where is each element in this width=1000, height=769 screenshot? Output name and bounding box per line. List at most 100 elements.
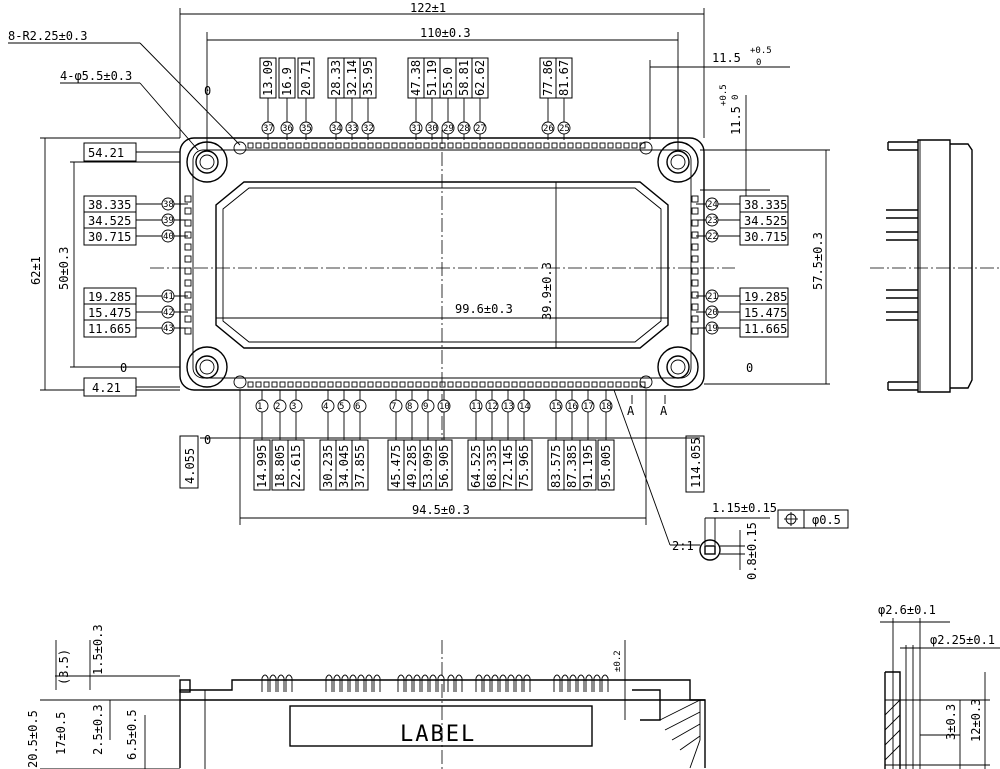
- bottom-pin-label: 87.385: [565, 445, 579, 488]
- pin-pad: [184, 327, 192, 335]
- pin-pad: [607, 381, 614, 388]
- pin-pad: [311, 142, 318, 149]
- zero-bottom: 0: [204, 433, 211, 447]
- side-pin: [577, 674, 585, 692]
- bottom-pin-number: 18: [601, 402, 612, 412]
- top-pin-number-circle: [557, 121, 571, 135]
- pin-pad: [184, 315, 192, 323]
- side-pin: [437, 674, 445, 692]
- pin-pad: [455, 142, 462, 149]
- top-pin-number: 37: [263, 124, 274, 134]
- side-pin: [373, 674, 381, 692]
- bottom-pin-label-box: [597, 439, 615, 491]
- right-pin-number-circle: [705, 197, 719, 211]
- bottom-pin-label: 18.805: [273, 445, 287, 488]
- dim-pin-width: 1.15±0.15: [712, 501, 777, 515]
- top-pin-number-circle: [261, 121, 275, 135]
- bottom-pin-label: 91.195: [581, 445, 595, 488]
- pin-pad: [184, 207, 192, 215]
- dim-pin-thick: 0.8±0.15: [745, 522, 759, 580]
- top-pin-number-circle: [280, 121, 294, 135]
- pin-pad: [487, 381, 494, 388]
- tol-upper-h: +0.5: [750, 46, 772, 56]
- bottom-pin-label: 49.285: [405, 445, 419, 488]
- side-pin: [277, 674, 285, 692]
- pin-pad: [327, 142, 334, 149]
- left-pin-label: 38.335: [88, 198, 131, 212]
- top-pin-label: 32.14: [345, 60, 359, 96]
- dim-57-5: 57.5±0.3: [811, 232, 825, 290]
- bottom-pin-number-circle: [255, 399, 269, 413]
- left-pin-label-box: [83, 227, 137, 246]
- pin-hole-tl: [233, 141, 247, 155]
- side-pin: [585, 674, 593, 692]
- pin-pad: [184, 291, 192, 299]
- side-pin: [261, 674, 269, 692]
- pin-pad: [367, 381, 374, 388]
- bottom-pin-number-circle: [517, 399, 531, 413]
- pin-pad: [287, 381, 294, 388]
- pin-pad: [527, 381, 534, 388]
- bottom-pin-number: 8: [407, 402, 412, 412]
- left-pin-number-circle: [161, 305, 175, 319]
- right-pin-number: 19: [707, 324, 718, 334]
- top-pin-number: 30: [427, 124, 438, 134]
- bottom-pin-label: 34.045: [337, 445, 351, 488]
- dim-122: 122±1: [410, 1, 446, 15]
- bottom-pin-number: 10: [439, 402, 450, 412]
- pin-pad: [343, 381, 350, 388]
- pin-pad: [431, 381, 438, 388]
- left-pin-number-circle: [161, 197, 175, 211]
- top-pin-number: 28: [459, 124, 470, 134]
- bottom-pin-label: 30.235: [321, 445, 335, 488]
- bottom-pin-number: 11: [471, 402, 482, 412]
- bottom-pin-label: 95.005: [599, 445, 613, 488]
- bottom-pin-number-circle: [501, 399, 515, 413]
- top-pin-label: 47.38: [409, 60, 423, 96]
- pin-pad: [511, 381, 518, 388]
- bottom-pin-labels: 114.995218.805322.615430.235534.045637.8…: [253, 390, 615, 491]
- left-ref-54-21: 54.21: [88, 146, 124, 160]
- pin-pad: [447, 381, 454, 388]
- top-pin-number-circle: [441, 121, 455, 135]
- pin-pad: [511, 142, 518, 149]
- pin-pad: [359, 142, 366, 149]
- side-pin: [285, 674, 293, 692]
- bottom-pin-label: 75.965: [517, 445, 531, 488]
- side-pin: [491, 674, 499, 692]
- top-pin-number-circle: [541, 121, 555, 135]
- side-pin: [405, 674, 413, 692]
- side-pin: [455, 674, 463, 692]
- pin-pad: [295, 381, 302, 388]
- right-pin-number: 21: [707, 292, 718, 302]
- pin-pad: [287, 142, 294, 149]
- side-pin: [499, 674, 507, 692]
- pin-pad: [599, 381, 606, 388]
- bottom-pin-number-circle: [599, 399, 613, 413]
- bottom-pin-label-box: [351, 439, 369, 491]
- pin-pad: [607, 142, 614, 149]
- bottom-ref-right: 114.055: [689, 437, 703, 488]
- bottom-pin-number-circle: [405, 399, 419, 413]
- side-pin: [561, 674, 569, 692]
- pin-pad: [319, 381, 326, 388]
- pin-pad: [303, 142, 310, 149]
- side-pin: [523, 674, 531, 692]
- side-pin: [507, 674, 515, 692]
- pin-pad: [691, 315, 699, 323]
- side-pin: [413, 674, 421, 692]
- side-pin: [325, 674, 333, 692]
- top-pin-number: 34: [331, 124, 342, 134]
- right-pin-label: 38.335: [744, 198, 787, 212]
- left-pin-label: 15.475: [88, 306, 131, 320]
- pin-pad: [639, 381, 646, 388]
- pin-pad: [399, 142, 406, 149]
- dim-3-5: (3.5): [57, 649, 71, 685]
- side-pin: [569, 674, 577, 692]
- dim-20-5: 20.5±0.5: [26, 710, 40, 768]
- pin-pad: [247, 142, 254, 149]
- right-pin-number-circle: [705, 289, 719, 303]
- dim-pm-0-2: ±0.2: [613, 650, 623, 672]
- side-pin: [421, 674, 429, 692]
